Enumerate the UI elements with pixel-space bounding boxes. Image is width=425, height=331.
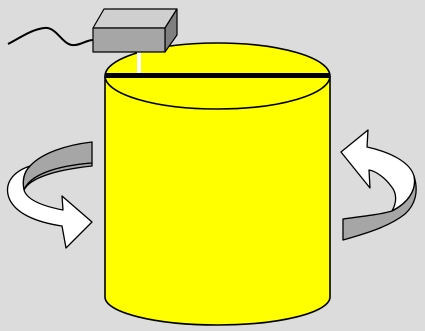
sensor-cable [7, 26, 94, 47]
sensor-top [92, 8, 178, 29]
left-rotation-arrow-icon [6, 141, 93, 249]
left-arrow-curl [6, 165, 93, 249]
cylinder-body [104, 76, 331, 326]
optical-sensor-icon [92, 8, 178, 53]
rotating-cylinder [104, 42, 331, 326]
sensor-beam [137, 52, 141, 73]
right-rotation-arrow-icon [340, 129, 417, 241]
reflective-stripe [106, 73, 329, 78]
left-arrow-front-band [23, 162, 93, 191]
sensor-front [92, 27, 166, 53]
right-arrow-back-band [342, 175, 417, 241]
